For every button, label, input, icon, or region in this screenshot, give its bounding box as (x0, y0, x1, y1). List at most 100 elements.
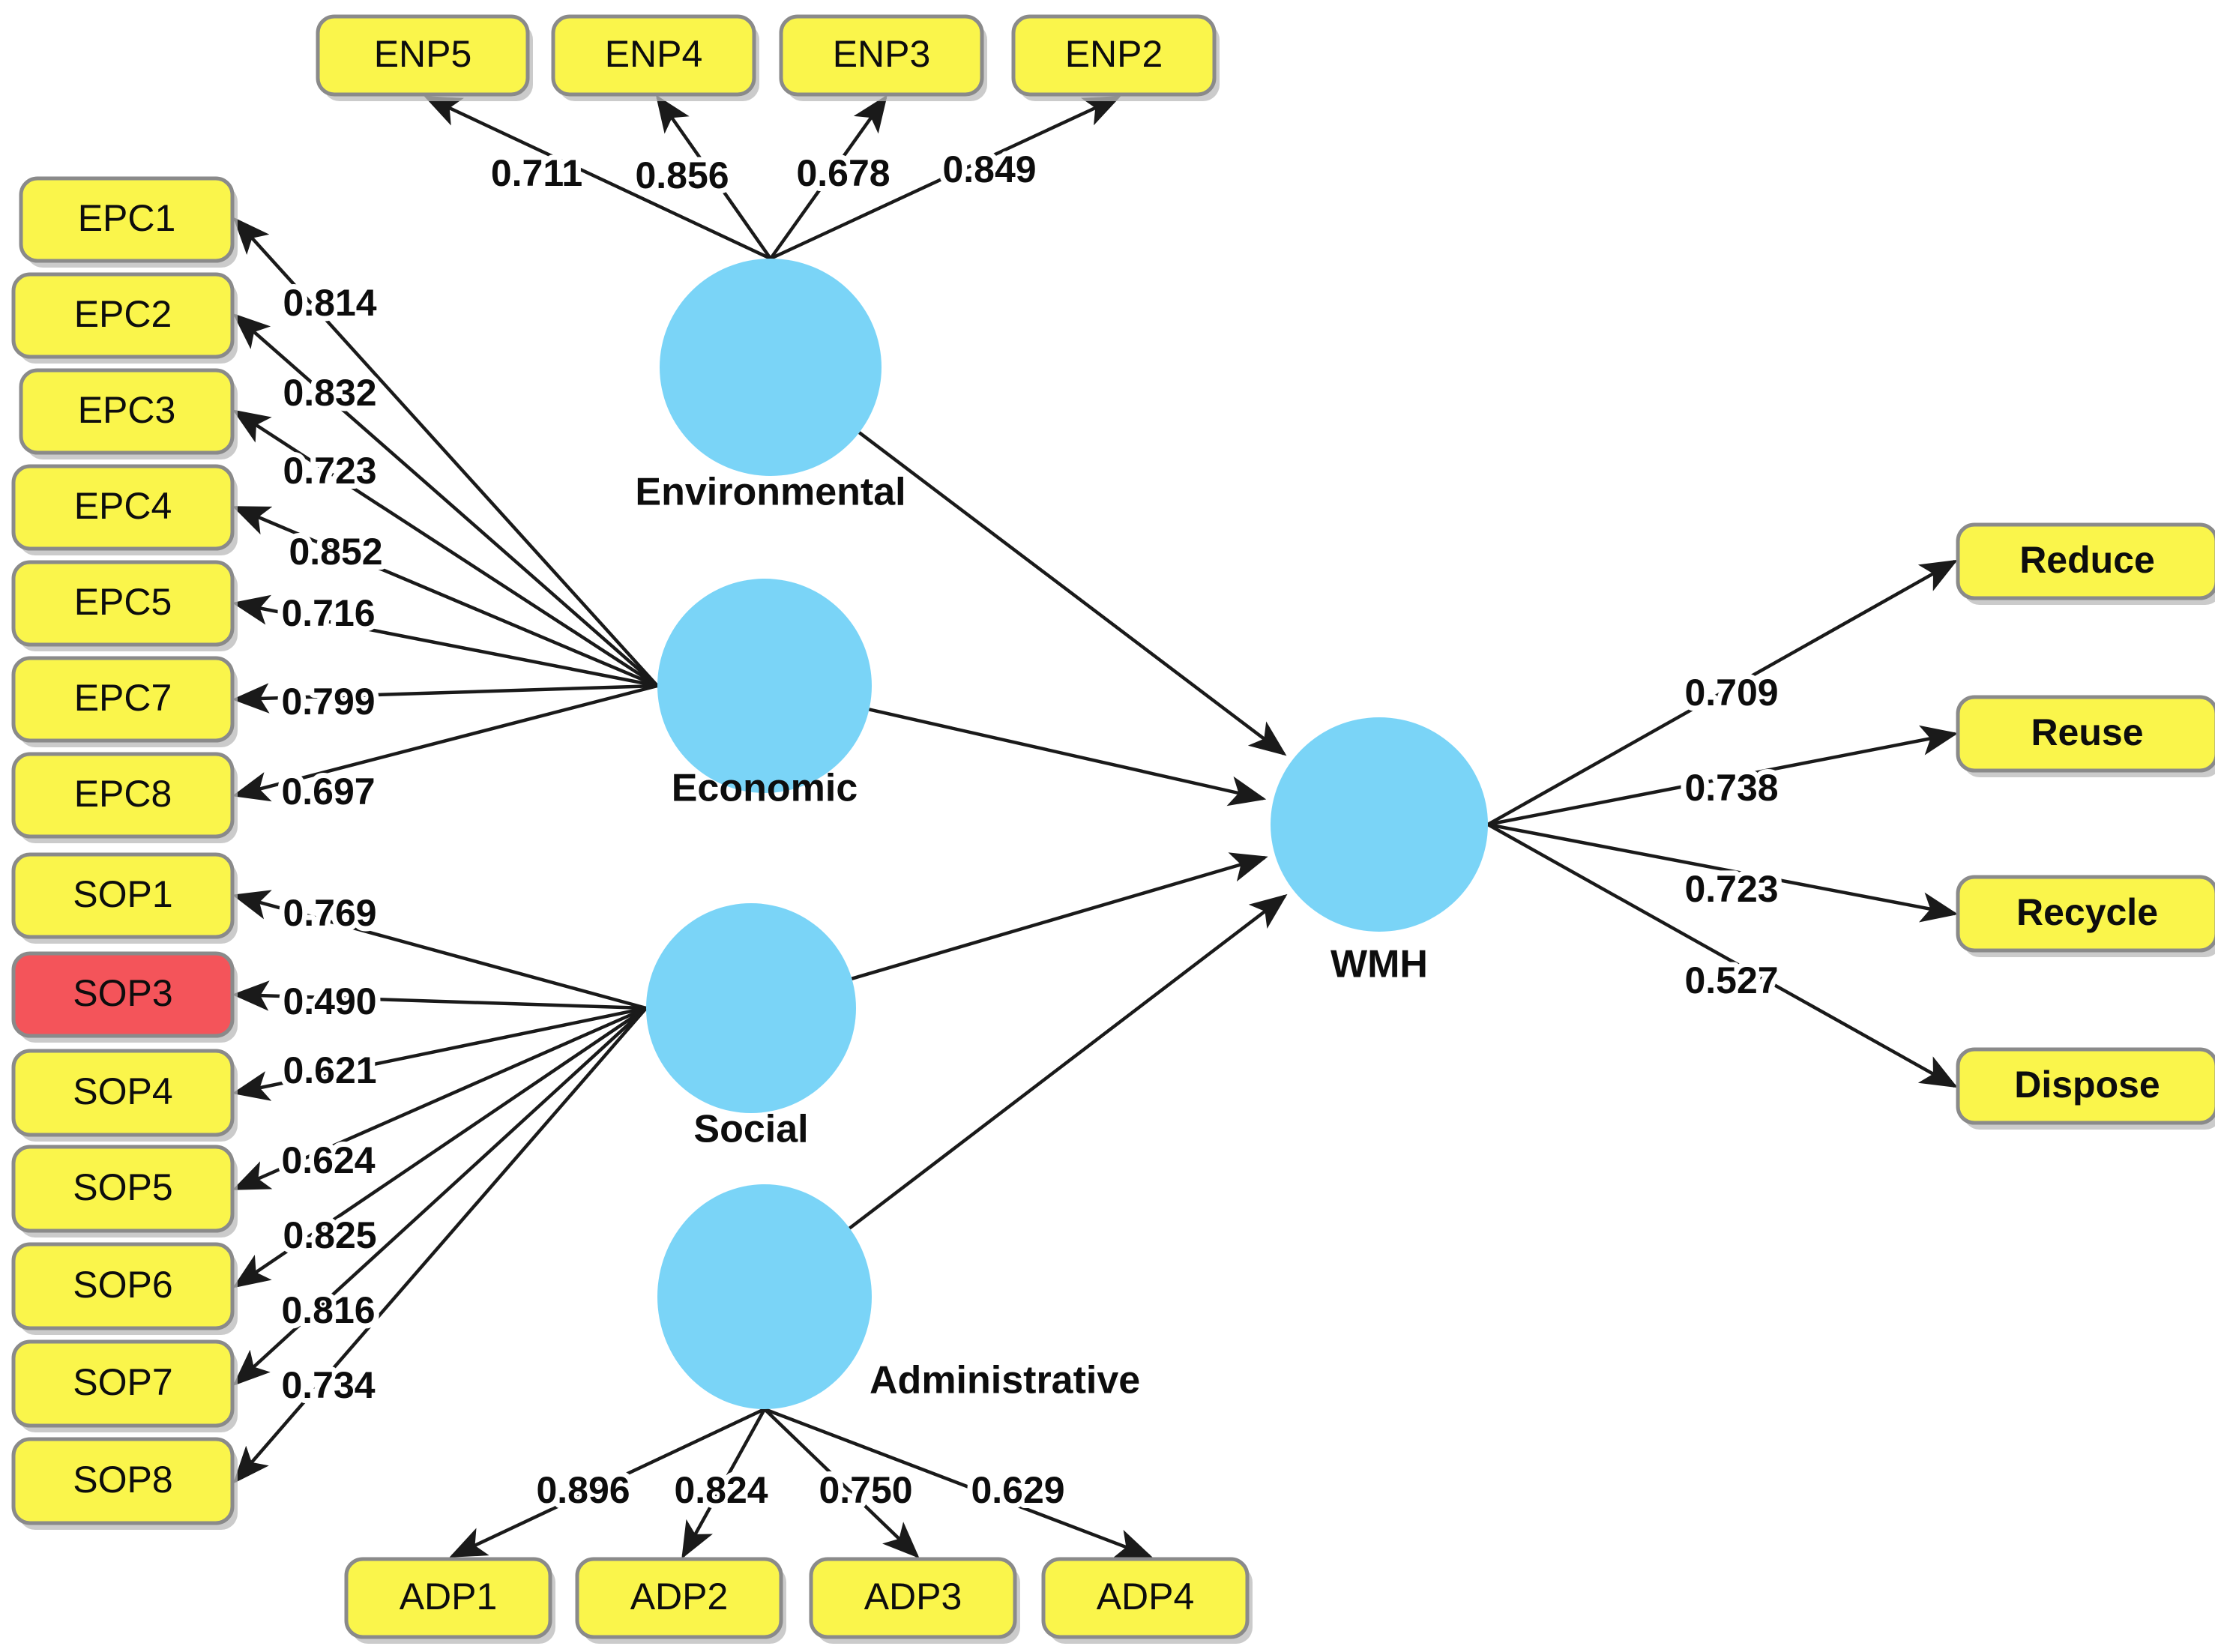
indicator-node-epc2[interactable]: EPC2 (11, 272, 238, 364)
latent-circles-layer: EnvironmentalEconomicSocialAdministrativ… (635, 259, 1488, 1409)
coefficient-value: 0.832 (283, 372, 376, 414)
indicator-node-epc3[interactable]: EPC3 (19, 368, 238, 459)
indicator-node-enp3[interactable]: ENP3 (779, 14, 987, 101)
indicator-node-sop8[interactable]: SOP8 (11, 1437, 238, 1530)
latent-circle[interactable] (657, 579, 872, 793)
indicator-node-epc1[interactable]: EPC1 (19, 176, 238, 268)
node-rect[interactable] (19, 368, 235, 455)
node-rect[interactable] (11, 1049, 235, 1137)
latent-circle[interactable] (657, 1184, 872, 1409)
node-label: SOP7 (73, 1361, 172, 1403)
node-label: ADP3 (864, 1576, 962, 1618)
node-rect[interactable] (809, 1557, 1017, 1639)
node-rect[interactable] (11, 1145, 235, 1233)
node-rect[interactable] (11, 560, 235, 647)
indicator-node-epc7[interactable]: EPC7 (11, 656, 238, 747)
path-lines-layer (232, 94, 1959, 1559)
coefficient-halo: 0.852 (289, 531, 382, 573)
indicator-node-sop7[interactable]: SOP7 (11, 1339, 238, 1432)
indicator-node-adp2[interactable]: ADP2 (575, 1557, 786, 1644)
indicator-node-enp2[interactable]: ENP2 (1011, 14, 1220, 101)
node-rect[interactable] (1956, 1047, 2215, 1125)
coefficient-halo: 0.856 (635, 154, 729, 196)
coefficient-value: 0.709 (1684, 672, 1778, 714)
indicator-node-dispose[interactable]: Dispose (1956, 1047, 2215, 1130)
latent-node-wmh[interactable]: WMH (1271, 717, 1488, 986)
node-rect[interactable] (1041, 1557, 1250, 1639)
indicator-node-enp4[interactable]: ENP4 (551, 14, 759, 101)
indicator-node-sop1[interactable]: SOP1 (11, 852, 238, 944)
indicator-node-sop5[interactable]: SOP5 (11, 1145, 238, 1238)
node-label: EPC4 (74, 485, 172, 527)
node-rect[interactable] (1956, 875, 2215, 953)
latent-node-social[interactable]: Social (646, 903, 856, 1151)
latent-circle[interactable] (660, 259, 882, 476)
node-rect[interactable] (11, 1242, 235, 1330)
node-label: SOP6 (73, 1264, 172, 1306)
indicator-node-reduce[interactable]: Reduce (1956, 522, 2215, 605)
loading-path-reuse (1487, 725, 1959, 827)
coefficient-value: 0.825 (283, 1214, 376, 1256)
indicator-node-epc4[interactable]: EPC4 (11, 464, 238, 555)
node-rect[interactable] (316, 14, 530, 97)
indicator-node-sop6[interactable]: SOP6 (11, 1242, 238, 1335)
indicator-node-adp1[interactable]: ADP1 (344, 1557, 555, 1644)
node-rect[interactable] (11, 852, 235, 939)
indicator-node-sop4[interactable]: SOP4 (11, 1049, 238, 1142)
indicator-node-epc8[interactable]: EPC8 (11, 752, 238, 843)
coefficient-halo: 0.896 (536, 1469, 630, 1511)
latent-circle[interactable] (1271, 717, 1488, 932)
coefficient-halo: 0.621 (283, 1049, 376, 1091)
node-rect[interactable] (1011, 14, 1217, 97)
loading-path-adp1 (449, 1407, 765, 1558)
coefficient-halo: 0.527 (1684, 959, 1778, 1001)
node-rect[interactable] (1956, 522, 2215, 600)
node-rect[interactable] (779, 14, 984, 97)
node-rect[interactable] (344, 1557, 552, 1639)
node-rect[interactable] (11, 1437, 235, 1525)
loading-path-sop5 (232, 1006, 647, 1191)
node-rect[interactable] (19, 176, 235, 263)
loading-path-enp4 (655, 94, 772, 260)
coefficient-halo: 0.723 (283, 450, 376, 492)
indicator-node-enp5[interactable]: ENP5 (316, 14, 533, 101)
coefficient-halo: 0.716 (281, 592, 375, 634)
loading-path-epc7 (232, 683, 658, 714)
indicator-node-adp3[interactable]: ADP3 (809, 1557, 1020, 1644)
node-label: SOP3 (73, 972, 172, 1014)
node-rect[interactable] (575, 1557, 783, 1639)
node-rect[interactable] (11, 464, 235, 551)
node-label: EPC3 (78, 389, 176, 431)
structural-path-economic-to-wmh (868, 708, 1267, 807)
latent-node-environmental[interactable]: Environmental (635, 259, 906, 514)
node-rect[interactable] (11, 752, 235, 839)
latent-label: Economic (672, 767, 858, 810)
loading-path-recycle (1487, 822, 1959, 923)
indicator-node-adp4[interactable]: ADP4 (1041, 1557, 1253, 1644)
coefficient-value: 0.621 (283, 1049, 376, 1091)
node-rect[interactable] (11, 272, 235, 359)
indicator-node-recycle[interactable]: Recycle (1956, 875, 2215, 957)
latent-node-economic[interactable]: Economic (657, 579, 872, 810)
latent-circle[interactable] (646, 903, 856, 1113)
coefficient-halo: 0.678 (796, 152, 890, 194)
node-rect[interactable] (551, 14, 756, 97)
node-rect[interactable] (1956, 695, 2215, 773)
loading-path-epc4 (232, 505, 658, 688)
latent-node-administrative[interactable]: Administrative (657, 1184, 1140, 1409)
node-rect[interactable] (11, 951, 235, 1038)
loading-path-adp4 (764, 1407, 1153, 1558)
indicator-node-epc5[interactable]: EPC5 (11, 560, 238, 651)
node-label: Dispose (2014, 1064, 2160, 1106)
indicator-node-sop3[interactable]: SOP3 (11, 951, 238, 1043)
node-rect[interactable] (11, 1339, 235, 1428)
node-rect[interactable] (11, 656, 235, 743)
indicator-node-reuse[interactable]: Reuse (1956, 695, 2215, 777)
